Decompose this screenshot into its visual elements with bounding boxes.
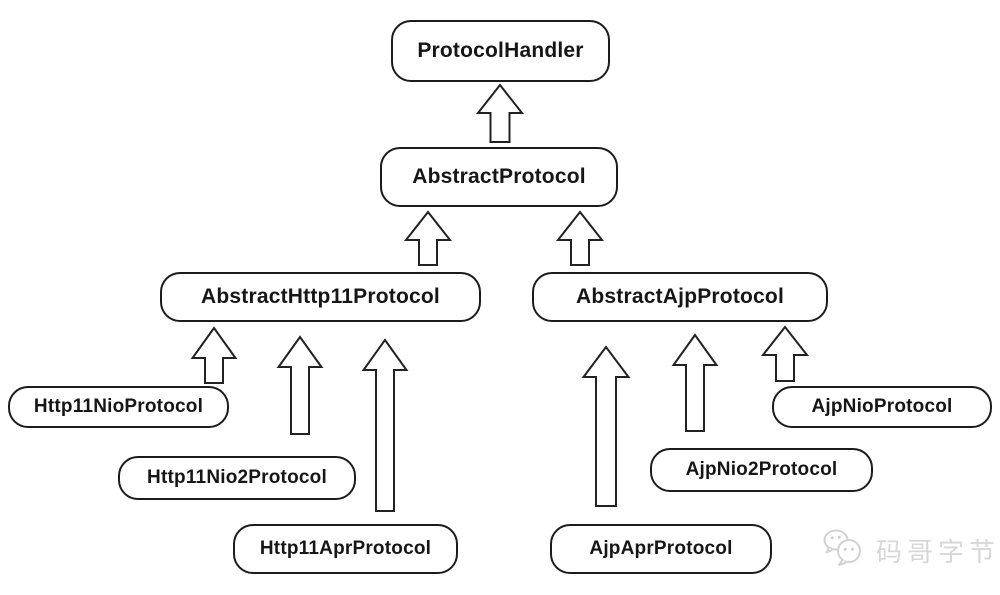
class-node-http11-nio2-protocol: Http11Nio2Protocol bbox=[118, 456, 356, 500]
watermark-text: 码哥字节 bbox=[876, 537, 1000, 567]
inheritance-arrow-abstract-ajp-protocol bbox=[555, 210, 605, 266]
class-node-abstract-ajp-protocol: AbstractAjpProtocol bbox=[532, 272, 828, 322]
class-node-abstract-http11-protocol: AbstractHttp11Protocol bbox=[160, 272, 481, 322]
class-node-protocol-handler: ProtocolHandler bbox=[391, 20, 610, 82]
class-node-http11-nio-protocol: Http11NioProtocol bbox=[8, 386, 229, 428]
watermark: 码哥字节 bbox=[822, 528, 1000, 573]
inheritance-arrow-ajp-apr-protocol bbox=[581, 345, 631, 507]
inheritance-arrow-http11-nio2-protocol bbox=[276, 335, 324, 435]
inheritance-arrow-abstract-protocol bbox=[475, 83, 525, 143]
inheritance-arrow-ajp-nio2-protocol bbox=[671, 333, 719, 432]
inheritance-arrow-http11-apr-protocol bbox=[361, 338, 409, 512]
class-node-ajp-nio-protocol: AjpNioProtocol bbox=[772, 386, 992, 428]
wechat-icon bbox=[822, 528, 868, 573]
inheritance-arrow-abstract-http11-protocol bbox=[403, 210, 453, 266]
inheritance-arrow-http11-nio-protocol bbox=[190, 326, 238, 384]
class-node-http11-apr-protocol: Http11AprProtocol bbox=[233, 524, 458, 574]
class-node-abstract-protocol: AbstractProtocol bbox=[380, 147, 618, 207]
inheritance-arrow-ajp-nio-protocol bbox=[760, 325, 810, 382]
class-node-ajp-apr-protocol: AjpAprProtocol bbox=[550, 524, 772, 574]
class-node-ajp-nio2-protocol: AjpNio2Protocol bbox=[650, 448, 873, 492]
